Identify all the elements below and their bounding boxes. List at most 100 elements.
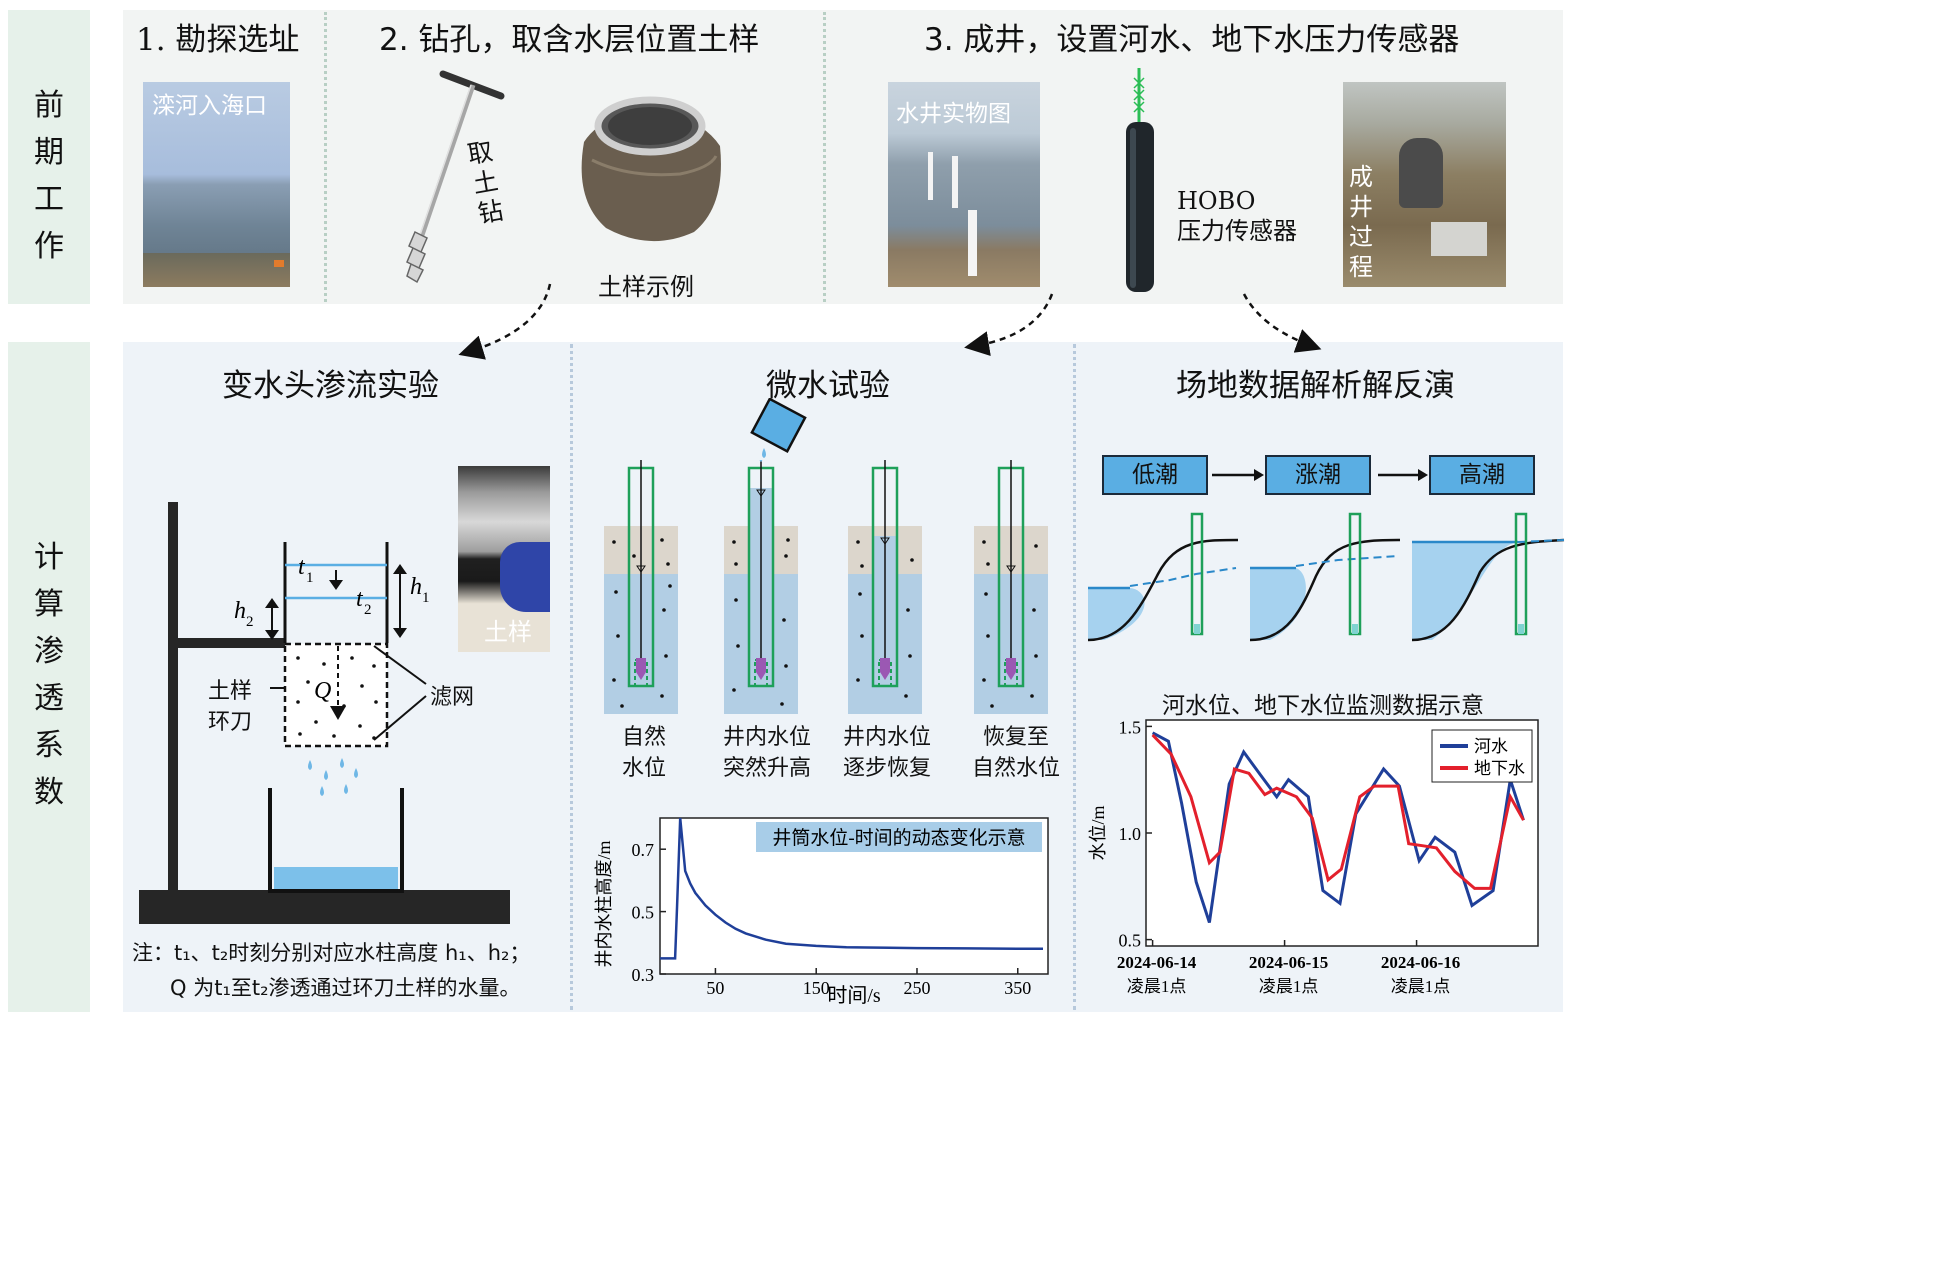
- stage-caption-restored: 恢复至自然水位: [971, 725, 1060, 781]
- soil-sample-ring-icon: [581, 96, 721, 242]
- stage-caption-recover: 井内水位逐步恢复: [842, 725, 931, 781]
- step3-title: 3. 成井，设置河水、地下水压力传感器: [924, 22, 1460, 58]
- slug-chart-series-line: [660, 817, 1043, 960]
- section-a-panel: [123, 10, 1563, 304]
- equipment-box: [1431, 222, 1487, 256]
- luanhe-photo-label: 滦河入海口: [152, 93, 267, 119]
- pressure-sensor-icon: [1126, 68, 1154, 292]
- collection-beaker: [268, 788, 404, 893]
- process-label: 成 井 过 程: [1349, 163, 1373, 281]
- step1-title: 1. 勘探选址: [136, 22, 300, 58]
- slug-chart-xtick-label-3: 350: [1004, 978, 1031, 998]
- well-stage-natural: [604, 460, 678, 714]
- slug-chart-xtick-label-0: 50: [706, 978, 724, 998]
- svg-text:h: h: [410, 574, 422, 600]
- section-b-side-label: 计 算 渗 透 系 数: [34, 540, 64, 810]
- field-inversion-title: 场地数据解析解反演: [1176, 368, 1455, 404]
- stage-caption-rise: 井内水位突然升高: [722, 725, 811, 781]
- slug-chart-ytick-label-0: 0.3: [632, 965, 655, 985]
- stand-base: [139, 890, 510, 924]
- monitor-chart-ytick-label-1: 1.0: [1119, 824, 1142, 844]
- svg-text:2: 2: [364, 602, 372, 618]
- tide-high-box: 高潮: [1429, 455, 1535, 495]
- orange-marker: [274, 260, 284, 267]
- slug-chart-title-bg: [756, 822, 1042, 852]
- svg-text:2: 2: [246, 614, 254, 630]
- well-pipe-far: [928, 152, 933, 200]
- monitor-chart: 0.5 1.0 1.5 2024-06-14 凌晨1点 2024-06-15 凌晨1点 202…: [1088, 717, 1539, 996]
- glove: [500, 542, 550, 612]
- slug-chart-xtick-label-2: 250: [903, 978, 930, 998]
- tide-profiles: [1087, 512, 1565, 642]
- monitor-chart-ytick-label-2: 1.5: [1119, 717, 1142, 737]
- monitor-chart-xtick-time-1: 凌晨1点: [1259, 977, 1319, 996]
- monitor-chart-legend-label-1: 地下水: [1474, 759, 1525, 778]
- slug-chart-title: 井筒水位-时间的动态变化示意: [772, 827, 1025, 849]
- soil-ring-box: [283, 642, 389, 748]
- well-photo: [888, 82, 1040, 287]
- soil-dots: [296, 656, 378, 740]
- section-b-divider-1: [570, 344, 573, 1010]
- shore-strip: [143, 253, 290, 287]
- stand-arm: [174, 638, 286, 648]
- well-stage-restored: [974, 460, 1048, 714]
- falling-head-title: 变水头渗流实验: [222, 368, 439, 404]
- flow-arrows: [458, 283, 1322, 360]
- well-pipe-near: [968, 210, 977, 276]
- monitor-title: 河水位、地下水位监测数据示意: [1162, 693, 1484, 719]
- svg-text:1: 1: [306, 570, 314, 586]
- svg-text:1: 1: [422, 590, 430, 606]
- slug-chart-xtick-label-1: 150: [803, 978, 830, 998]
- step2-title: 2. 钻孔，取含水层位置土样: [379, 22, 760, 58]
- slug-chart-xlabel: 时间/s: [827, 984, 881, 1007]
- section-a-sidebar: 前 期 工 作: [8, 10, 90, 304]
- well-process-photo: [1343, 82, 1506, 287]
- slug-chart-ytick-label-2: 0.7: [632, 840, 655, 860]
- collection-beaker-water: [274, 867, 398, 889]
- svg-text:Q: Q: [314, 678, 331, 704]
- section-b-sidebar: 计 算 渗 透 系 数: [8, 342, 90, 1012]
- water-bucket-icon: [750, 398, 807, 458]
- filter-label: 滤网: [430, 685, 475, 710]
- svg-text:t: t: [356, 586, 364, 612]
- falling-head-note: 注：t₁、t₂时刻分别对应水柱高度 h₁、h₂； Q 为t₁至t₂渗透通过环刀土…: [132, 941, 531, 1000]
- arrow-to-field: [1242, 293, 1322, 353]
- monitor-chart-series-line-0: [1151, 731, 1525, 923]
- monitor-chart-legend-box: [1431, 729, 1533, 783]
- svg-text:h: h: [234, 598, 246, 624]
- luanhe-estuary-photo: [143, 82, 290, 287]
- profile-high-tide: [1411, 512, 1565, 642]
- svg-text:t: t: [298, 554, 306, 580]
- section-a-divider-2: [823, 12, 826, 302]
- well-stage-recover: [848, 460, 922, 714]
- slug-chart-ytick-label-1: 0.5: [632, 903, 655, 923]
- slug-test-title: 微水试验: [766, 368, 890, 404]
- monitor-chart-xtick-date-1: 2024-06-15: [1249, 953, 1328, 972]
- monitor-chart-xtick-date-2: 2024-06-16: [1381, 953, 1460, 972]
- stand-pole: [168, 502, 178, 892]
- soil-auger-icon: [406, 70, 505, 284]
- profile-low-tide: [1087, 512, 1239, 642]
- soil-ring-photo-label: 土样: [484, 618, 532, 646]
- monitor-chart-series-line-1: [1151, 733, 1525, 890]
- soil-sample-caption: 土样示例: [598, 273, 694, 301]
- slug-chart-ylabel: 井内水柱高度/m: [594, 840, 614, 967]
- well-pipe-mid: [952, 156, 958, 208]
- slug-test-wells: [604, 460, 1048, 714]
- monitor-chart-xtick-time-2: 凌晨1点: [1391, 977, 1451, 996]
- section-a-divider-1: [324, 12, 327, 302]
- tide-arrows: [1212, 469, 1428, 481]
- monitor-chart-xtick-date-0: 2024-06-14: [1117, 953, 1197, 972]
- sensor-label: HOBO 压力传感器: [1177, 187, 1297, 245]
- monitor-chart-ytick-label-0: 0.5: [1119, 931, 1142, 951]
- soil-ring-label: 土样 环刀: [208, 679, 253, 735]
- section-a-side-label: 前 期 工 作: [34, 88, 64, 264]
- section-b-divider-2: [1073, 344, 1076, 1010]
- tide-rising-box: 涨潮: [1265, 455, 1371, 495]
- soil-ring-photo: [458, 466, 550, 652]
- arrow-to-slug-test: [964, 293, 1054, 356]
- tide-low-box: 低潮: [1102, 455, 1208, 495]
- person-figure: [1399, 138, 1443, 208]
